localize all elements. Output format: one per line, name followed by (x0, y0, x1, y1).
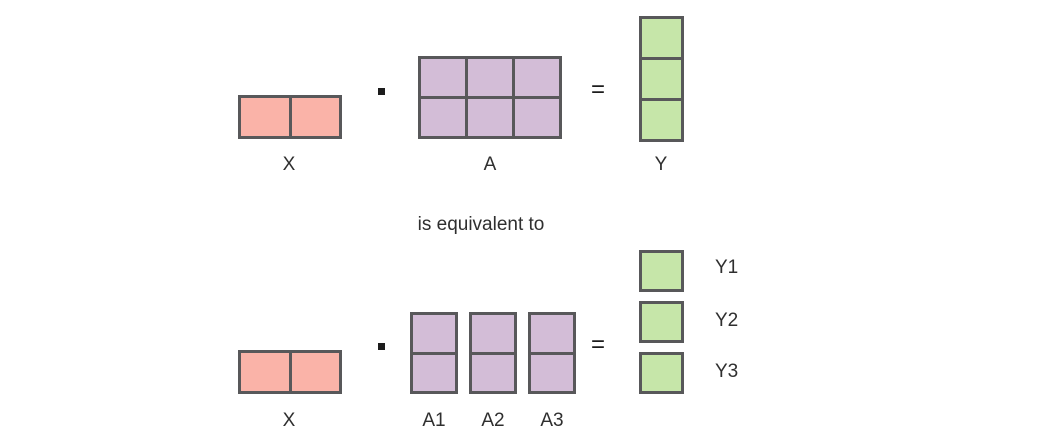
matrix-label-a2: A2 (481, 410, 505, 431)
matrix-y-top (639, 16, 684, 142)
matrix-cell (241, 98, 289, 136)
matrix-y2 (639, 301, 684, 343)
matrix-cell (642, 101, 681, 139)
matrix-a2 (469, 312, 517, 394)
multiply-dot-icon-bottom (378, 343, 385, 350)
matrix-x-top (238, 95, 342, 139)
matrix-y3 (639, 352, 684, 394)
matrix-cell (468, 99, 512, 136)
matrix-cell (515, 59, 559, 96)
equivalence-caption: is equivalent to (417, 214, 545, 235)
matrix-cell (413, 315, 455, 352)
matrix-label-y1: Y1 (715, 257, 739, 278)
matrix-cell (291, 98, 339, 136)
matrix-cell (531, 315, 573, 352)
matrix-cell (472, 354, 514, 391)
matrix-cell (241, 353, 289, 391)
matrix-cell (642, 19, 681, 57)
matrix-x-bottom (238, 350, 342, 394)
matrix-a3 (528, 312, 576, 394)
matrix-label-y-top: Y (654, 154, 668, 175)
matrix-cell (642, 60, 681, 98)
matrix-cell (413, 354, 455, 391)
matrix-label-a-top: A (483, 154, 497, 175)
matrix-label-x-top: X (282, 154, 296, 175)
matrix-cell (468, 59, 512, 96)
matrix-label-a3: A3 (540, 410, 564, 431)
matrix-label-y2: Y2 (715, 310, 739, 331)
matrix-cell (472, 315, 514, 352)
matrix-cell (531, 354, 573, 391)
matrix-cell (291, 353, 339, 391)
multiply-dot-icon-top (378, 88, 385, 95)
matrix-label-a1: A1 (422, 410, 446, 431)
matrix-cell (421, 99, 465, 136)
matrix-a1 (410, 312, 458, 394)
equals-sign-bottom: = (591, 331, 606, 358)
matrix-cell (515, 99, 559, 136)
matrix-a-top (418, 56, 562, 139)
matrix-label-y3: Y3 (715, 361, 739, 382)
matrix-label-x-bottom: X (282, 410, 296, 431)
matrix-cell (421, 59, 465, 96)
equals-sign-top: = (591, 76, 606, 103)
matrix-y1 (639, 250, 684, 292)
